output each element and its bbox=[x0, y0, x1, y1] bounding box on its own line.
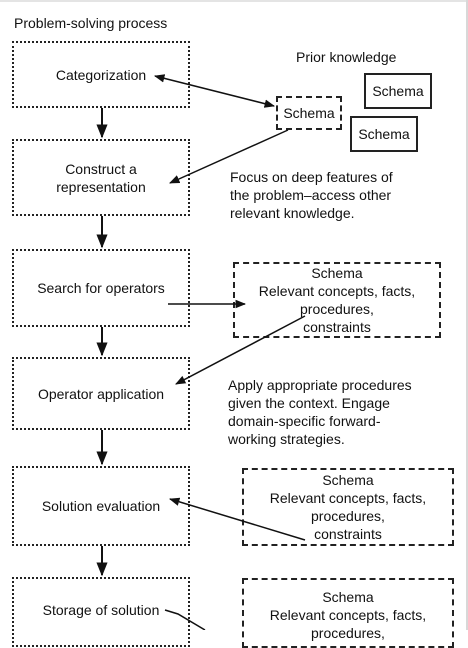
schema-box-storage: Schema Relevant concepts, facts, procedu… bbox=[242, 578, 454, 648]
schema-stored-1: Schema bbox=[364, 73, 432, 109]
prior-knowledge-label: Prior knowledge bbox=[296, 49, 397, 65]
schema-active-label: Schema bbox=[283, 105, 335, 121]
note-procedures: Apply appropriate procedures given the c… bbox=[228, 377, 412, 447]
schema-active: Schema bbox=[276, 96, 342, 130]
step-search-operators: Search for operators bbox=[12, 249, 190, 327]
schema-stored-2: Schema bbox=[350, 116, 418, 152]
schema-box-storage-body: Relevant concepts, facts, procedures, bbox=[269, 607, 427, 641]
schema-box-evaluation: Schema Relevant concepts, facts, procedu… bbox=[242, 468, 454, 546]
step-solution-evaluation-label: Solution evaluation bbox=[41, 498, 161, 514]
top-border bbox=[0, 0, 468, 2]
step-operator-application-label: Operator application bbox=[37, 385, 165, 402]
schema-box-evaluation-body: Relevant concepts, facts, procedures, co… bbox=[269, 490, 427, 542]
note-deep-features: Focus on deep features of the problem–ac… bbox=[230, 169, 393, 221]
step-operator-application: Operator application bbox=[12, 357, 190, 430]
schema-box-search-title: Schema bbox=[311, 265, 363, 281]
schema-stored-2-label: Schema bbox=[358, 126, 410, 142]
step-storage-solution: Storage of solution bbox=[12, 577, 190, 647]
diagram-title: Problem-solving process bbox=[14, 15, 168, 31]
schema-box-search: Schema Relevant concepts, facts, procedu… bbox=[233, 262, 441, 338]
step-storage-solution-label: Storage of solution bbox=[42, 602, 160, 618]
schema-box-evaluation-title: Schema bbox=[322, 472, 374, 488]
step-categorization: Categorization bbox=[12, 41, 190, 108]
step-categorization-label: Categorization bbox=[55, 66, 147, 83]
step-solution-evaluation: Solution evaluation bbox=[12, 466, 190, 546]
schema-box-storage-title: Schema bbox=[322, 589, 374, 605]
step-construct-representation: Construct a representation bbox=[12, 139, 190, 216]
schema-box-search-body: Relevant concepts, facts, procedures, co… bbox=[258, 283, 416, 335]
schema-stored-1-label: Schema bbox=[372, 83, 424, 99]
step-construct-representation-label: Construct a representation bbox=[56, 160, 146, 195]
step-search-operators-label: Search for operators bbox=[37, 280, 165, 296]
